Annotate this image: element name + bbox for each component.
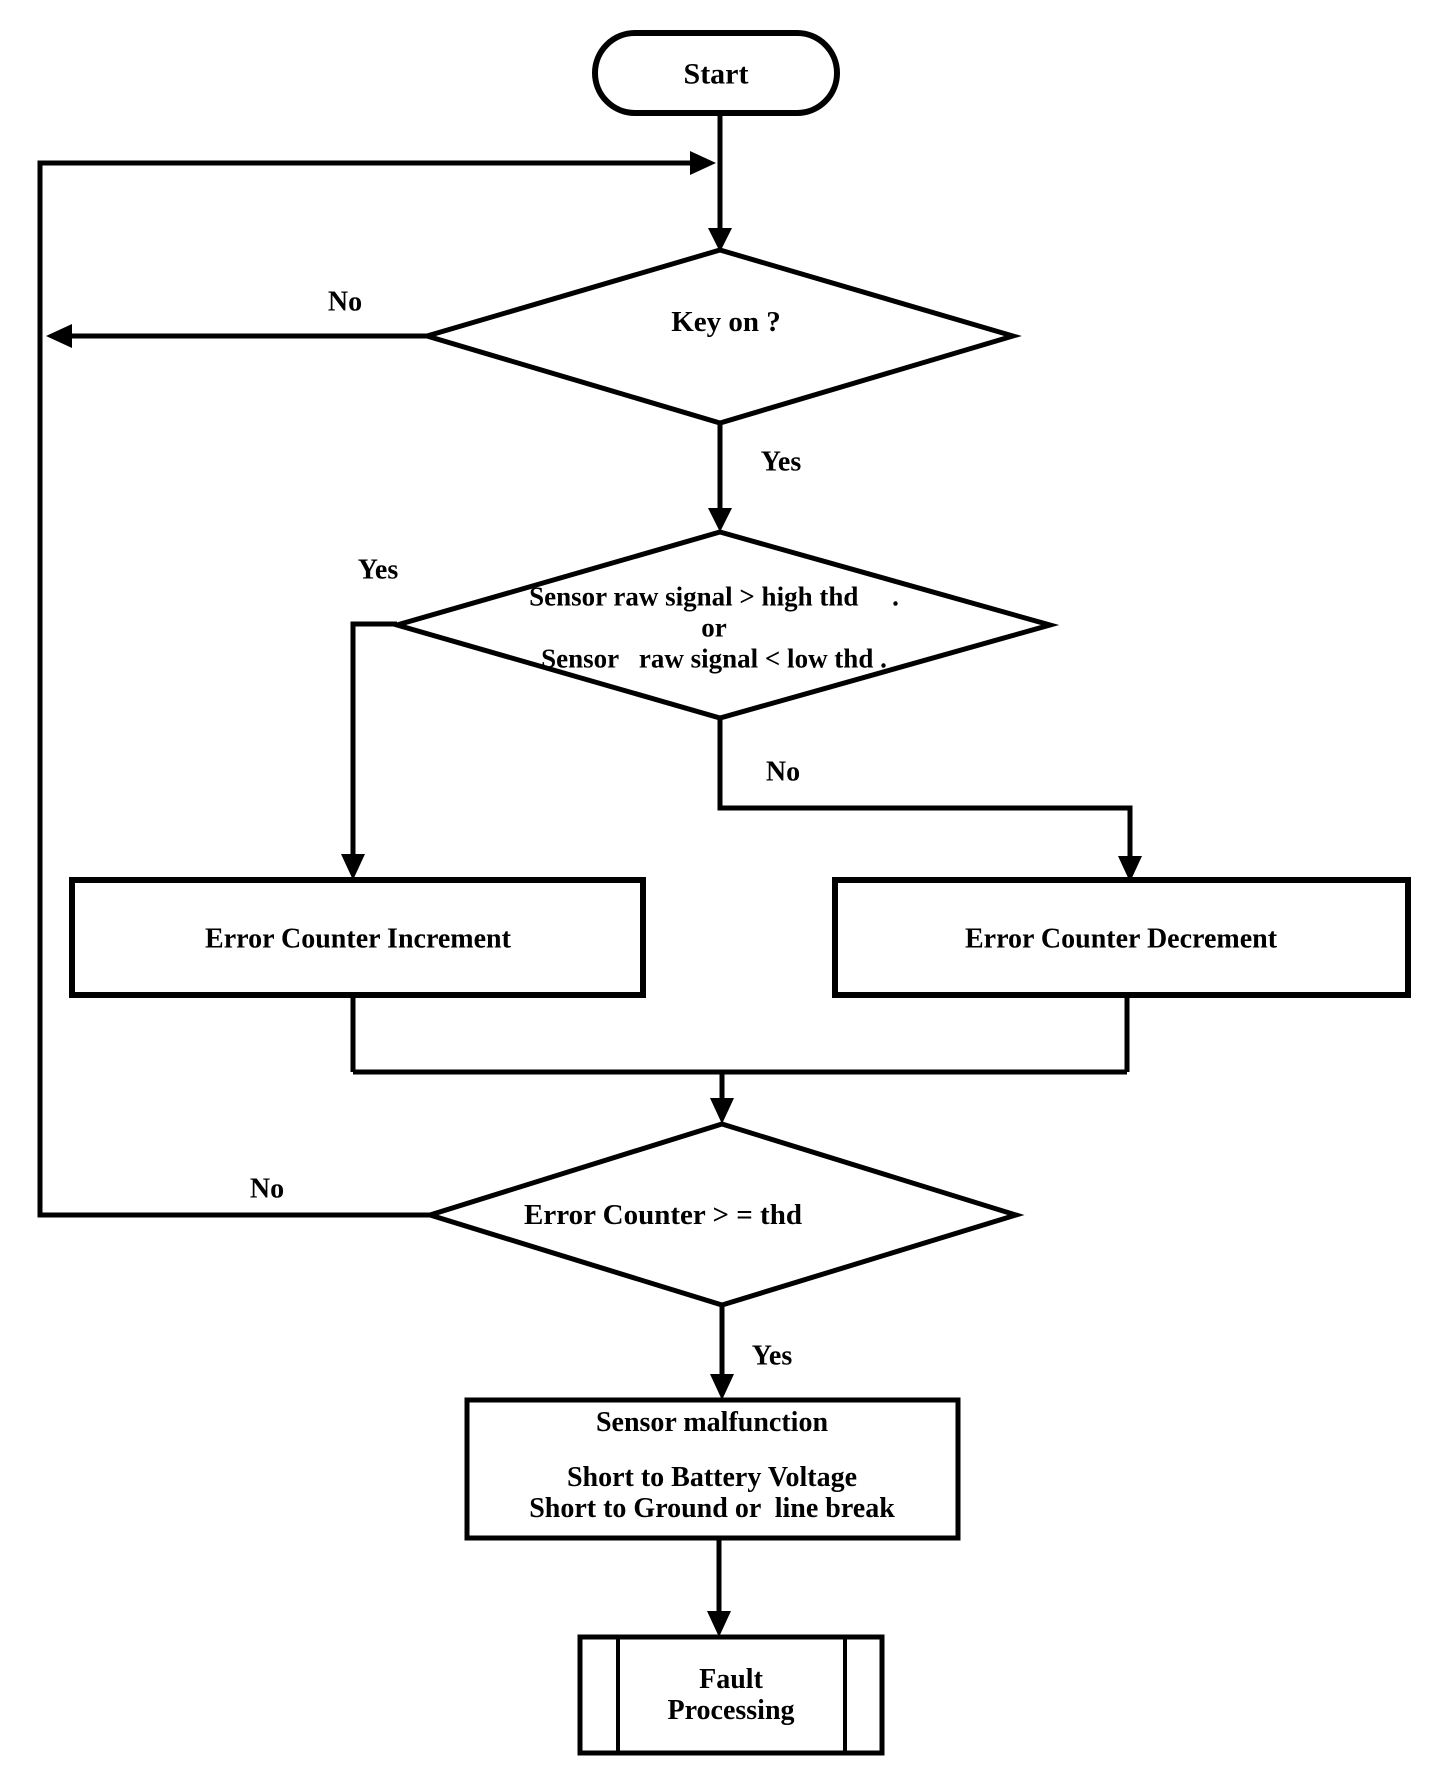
malfunction-process-shape	[464, 1397, 961, 1541]
sensor-condition-line1: Sensor raw signal > high thd .	[529, 581, 899, 612]
sensor-condition-line2: or	[701, 612, 727, 643]
counter-decision-shape	[421, 1121, 1025, 1308]
arrowhead-into-keyon	[708, 228, 732, 252]
malfunction-line2: Short to Battery Voltage	[566, 1461, 858, 1493]
fault-predefined-sidebars	[616, 1637, 847, 1753]
edge-label-keyon-yes: Yes	[760, 446, 802, 478]
connector-sensor-no	[717, 718, 1133, 858]
connector-return-loop	[37, 160, 690, 1218]
sensor-decision-shape	[387, 529, 1060, 721]
connector-sensor-yes	[350, 621, 397, 856]
increment-process-shape	[69, 877, 646, 998]
connector-merge	[350, 995, 1130, 1100]
arrowhead-into-counter-diamond	[710, 1098, 734, 1124]
arrowhead-into-increment	[341, 854, 365, 880]
start-terminator-shape	[592, 30, 840, 116]
keyon-label: Key on ?	[671, 306, 781, 339]
decrement-label: Error Counter Decrement	[964, 923, 1278, 955]
increment-label: Error Counter Increment	[205, 923, 511, 955]
malfunction-line1: Sensor malfunction	[595, 1406, 829, 1438]
arrowhead-into-malfunction	[710, 1374, 734, 1400]
edge-label-keyon-no: No	[327, 286, 363, 318]
edge-label-counter-yes: Yes	[751, 1340, 793, 1372]
fault-line2: Processing	[667, 1695, 795, 1726]
keyon-decision-shape	[418, 247, 1022, 426]
fault-predefined-shape	[577, 1634, 885, 1756]
malfunction-label: Sensor malfunction Short to Battery Volt…	[529, 1406, 895, 1524]
edge-label-sensor-no: No	[765, 756, 801, 788]
sensor-condition-label: Sensor raw signal > high thd . or Sensor…	[529, 582, 899, 675]
edge-label-counter-no: No	[249, 1173, 285, 1205]
arrowhead-keyon-no-into-rail	[46, 324, 72, 348]
fault-processing-label: Fault Processing	[667, 1664, 795, 1727]
arrowhead-into-fault	[707, 1611, 731, 1637]
arrowhead-into-sensor-diamond	[708, 508, 732, 532]
sensor-condition-line3: Sensor raw signal < low thd .	[541, 643, 887, 674]
decrement-process-shape	[832, 877, 1411, 998]
counter-threshold-label: Error Counter > = thd	[524, 1199, 802, 1232]
arrowhead-into-decrement	[1118, 856, 1142, 882]
start-label: Start	[683, 57, 749, 91]
fault-line1: Fault	[699, 1664, 763, 1696]
edge-label-sensor-yes: Yes	[357, 554, 399, 586]
malfunction-line3: Short to Ground or line break	[529, 1492, 895, 1524]
arrowhead-loop-into-stem	[690, 151, 716, 175]
